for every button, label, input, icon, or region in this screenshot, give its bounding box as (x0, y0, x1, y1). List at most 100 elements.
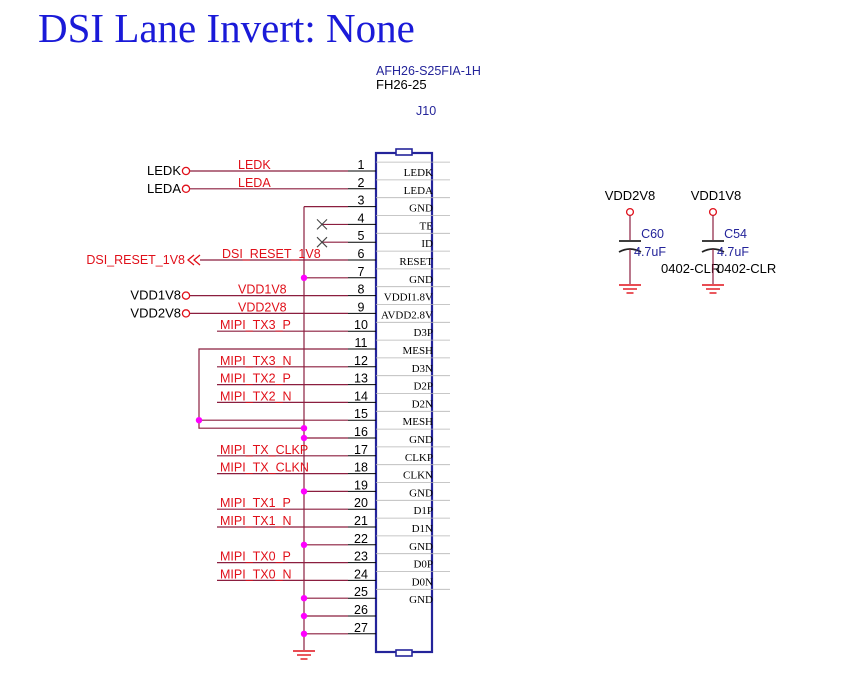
net-label: VDD1V8 (238, 283, 287, 297)
connector-bottom-tab (395, 649, 413, 657)
pin-function-label: D2P (413, 381, 433, 393)
pin-number: 19 (354, 478, 368, 492)
pin-number: 25 (354, 585, 368, 599)
pin-number: 16 (354, 425, 368, 439)
capacitors-layer: VDD2V8C604.7uF0402-CLRVDD1V8C544.7uF0402… (605, 188, 777, 294)
pin-function-label: D3N (412, 363, 433, 375)
port-label-leda: LEDA (147, 181, 181, 196)
pin-number: 7 (358, 265, 365, 279)
cap-package: 0402-CLR (717, 261, 776, 276)
net-label: MIPI_TX_CLKP (220, 443, 308, 457)
net-label: MIPI_TX3_N (220, 354, 292, 368)
net-label: MIPI_TX1_N (220, 514, 292, 528)
pin-number: 12 (354, 354, 368, 368)
net-label: VDD2V8 (238, 300, 287, 314)
ground-icon (702, 284, 724, 294)
pin-number: 15 (354, 407, 368, 421)
pin-function-label: CLKN (403, 470, 433, 482)
pin-function-label: VDDI1.8V (384, 292, 433, 304)
pin-number: 20 (354, 496, 368, 510)
port-label-reset: DSI_RESET_1V8 (86, 253, 185, 267)
pin-function-label: GND (409, 434, 433, 446)
pin-number: 23 (354, 550, 368, 564)
pin-number: 18 (354, 461, 368, 475)
port-label-vdd2v8: VDD2V8 (130, 305, 181, 320)
pin-number: 10 (354, 318, 368, 332)
pin-function-label: CLKP (405, 452, 433, 464)
page-title: DSI Lane Invert: None (38, 5, 415, 51)
net-label: LEDA (238, 176, 271, 190)
pin-number: 26 (354, 603, 368, 617)
junction-dot (300, 434, 308, 442)
pin-function-label: GND (409, 487, 433, 499)
junction-dot (300, 541, 308, 548)
pin-function-label: D0N (412, 576, 433, 588)
pin-function-label: RESET (399, 256, 433, 268)
pin-number: 9 (358, 300, 365, 314)
mesh-loop-wire (198, 348, 348, 429)
ground-icon (619, 284, 641, 294)
net-label: MIPI_TX_CLKN (220, 461, 309, 475)
net-label: MIPI_TX0_N (220, 567, 292, 581)
pin-function-label: GND (409, 203, 433, 215)
chevron-left-icon (192, 254, 201, 266)
pin-number: 8 (358, 283, 365, 297)
pin-function-label: AVDD2.8V (381, 309, 433, 321)
pin-number: 13 (354, 372, 368, 386)
pin-number: 11 (355, 336, 368, 350)
junction-dot (300, 612, 308, 620)
net-label: DSI_RESET_1V8 (222, 247, 321, 261)
connector-top-tab (395, 148, 413, 156)
cap-refdes: C54 (724, 227, 747, 241)
junction-dot (195, 417, 203, 424)
port-circle-icon (181, 309, 191, 318)
net-label: MIPI_TX2_N (220, 389, 292, 403)
cap-power-label: VDD2V8 (605, 188, 656, 203)
port-circle-icon (181, 184, 191, 194)
net-label: MIPI_TX2_P (220, 372, 291, 386)
port-circle-icon (181, 166, 191, 176)
pin-number: 14 (354, 389, 368, 403)
pin-function-label: LEDK (404, 167, 433, 179)
pin-function-label: D2N (412, 398, 433, 410)
pin-number: 24 (354, 567, 368, 581)
cap-refdes: C60 (641, 227, 664, 241)
pin-function-label: ID (421, 238, 433, 250)
connector-j10[interactable]: AFH26-S25FIA-1H FH26-25 J10 1LEDK2LEDA3G… (348, 64, 481, 657)
chevron-left-icon (186, 254, 195, 266)
port-label-ledk: LEDK (147, 163, 181, 178)
connector-footprint: FH26-25 (376, 77, 427, 92)
no-connect-icon (316, 236, 328, 248)
power-circle-icon (625, 207, 635, 217)
junction-dot (300, 488, 308, 495)
pin-function-label: D0P (413, 559, 433, 571)
pin-function-label: D1P (413, 505, 433, 517)
power-circle-icon (708, 207, 718, 217)
cap-value: 4.7uF (717, 245, 749, 259)
pin-function-label: GND (409, 541, 433, 553)
no-connect-icon (316, 219, 328, 230)
connector-part-number: AFH26-S25FIA-1H (376, 64, 481, 78)
pin-number: 2 (358, 176, 365, 190)
pin-function-label: D3P (413, 327, 433, 339)
pin-function-label: MESH (402, 416, 433, 428)
pin-number: 22 (354, 532, 368, 546)
junction-dot (300, 425, 308, 432)
port-circle-icon (181, 291, 191, 300)
port-label-vdd1v8: VDD1V8 (130, 288, 181, 303)
pin-function-label: D1N (412, 523, 433, 535)
pin-number: 4 (358, 211, 365, 225)
net-label: MIPI_TX0_P (220, 550, 291, 564)
pin-function-label: GND (409, 594, 433, 606)
wires-layer: LEDK LEDA DSI_RESET_1V8VDD1V8VDD2V8MIPI_TX… (190, 158, 348, 660)
net-label: MIPI_TX3_P (220, 318, 291, 332)
pin-function-label: GND (409, 274, 433, 286)
net-label: LEDK (238, 158, 271, 172)
pin-number: 6 (358, 247, 365, 261)
pin-number: 1 (358, 158, 365, 172)
connector-refdes: J10 (416, 104, 436, 118)
